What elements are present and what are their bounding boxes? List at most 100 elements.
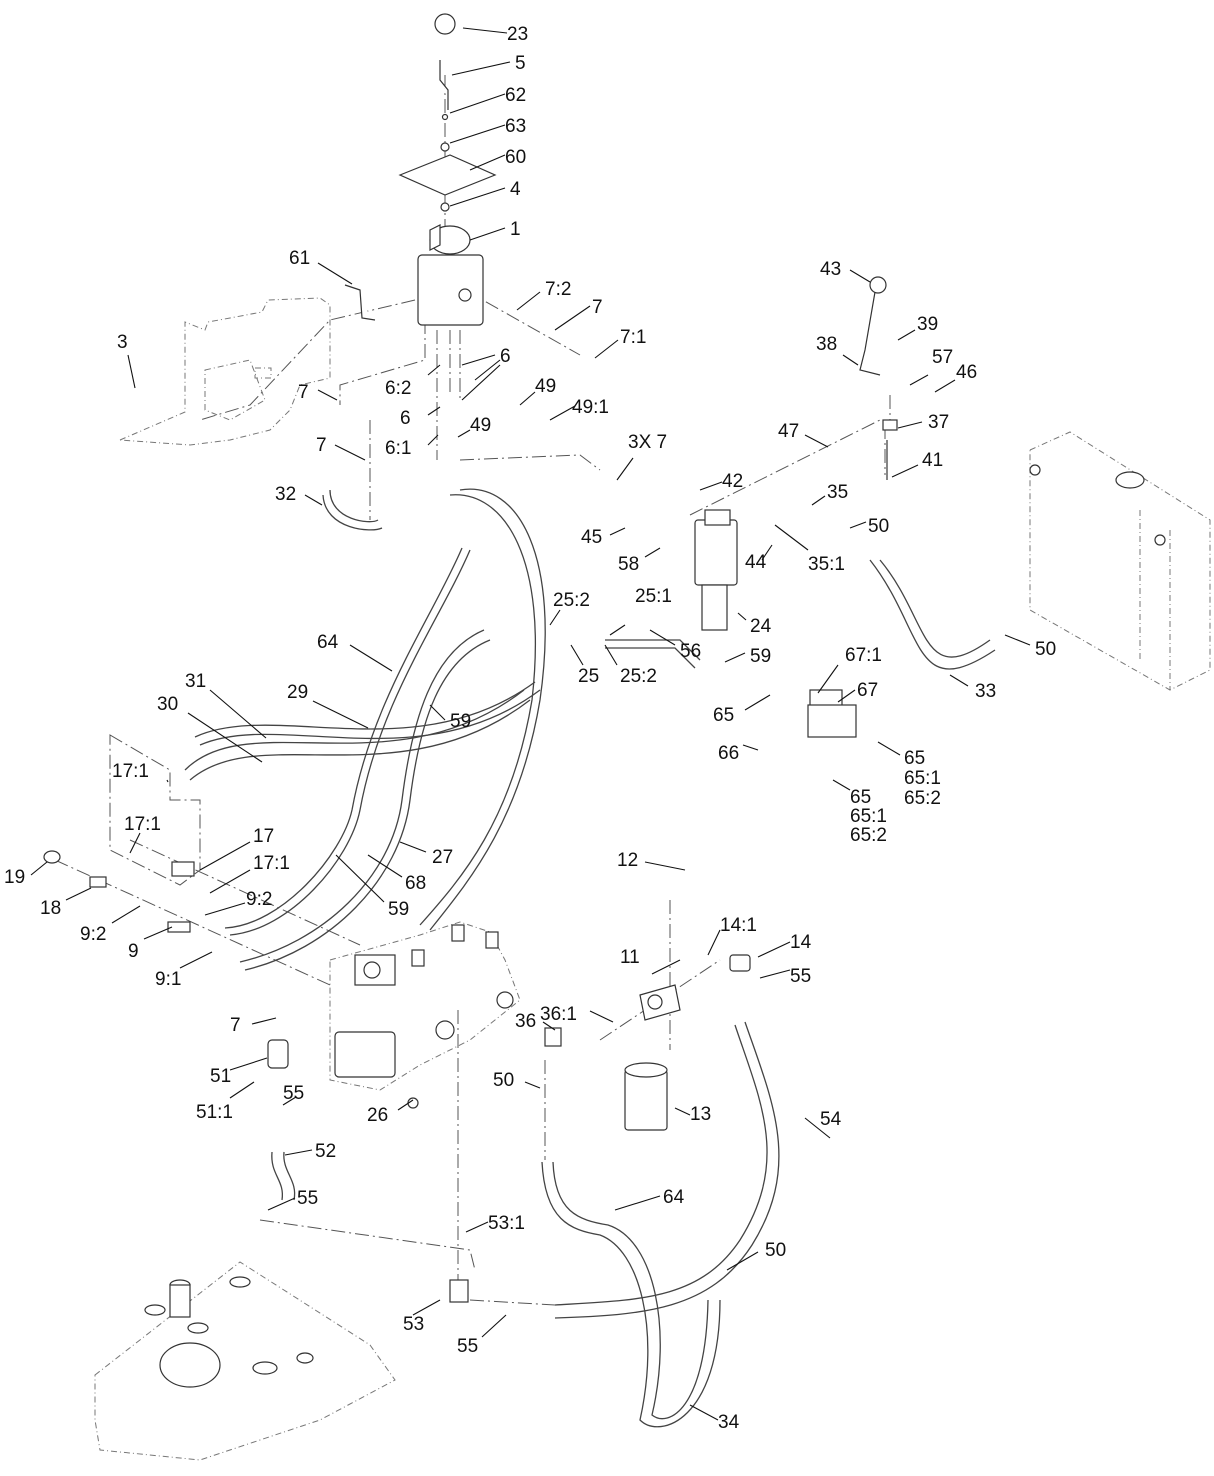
callout-32: 32 [275,484,296,505]
callout-65-1-right: 65:1 [904,768,941,789]
callout-7-lower-left: 7 [316,435,327,456]
callout-17-1-lower: 17:1 [253,853,290,874]
callout-7-upper-right: 7 [592,297,603,318]
callout-49-lower: 49 [470,415,491,436]
callout-1: 1 [510,219,521,240]
callout-55-filter: 55 [790,966,811,987]
callout-19: 19 [4,867,25,888]
callout-53: 53 [403,1314,424,1335]
lever-5 [439,60,449,110]
callout-9: 9 [128,941,139,962]
callout-56: 56 [680,641,701,662]
callout-63: 63 [505,116,526,137]
callout-13: 13 [690,1104,711,1125]
callout-49-1: 49:1 [572,397,609,418]
radiator-ghost [1029,431,1211,691]
hoses [184,488,996,1428]
callout-18: 18 [40,898,61,919]
callout-14-1: 14:1 [720,915,757,936]
elbow-14 [729,954,751,972]
elbow-36 [544,1027,562,1047]
callout-54: 54 [820,1109,842,1130]
callout-6-2: 6:2 [385,378,411,399]
callout-55-left-lower: 55 [297,1188,318,1209]
lever-assembly-38 [859,276,898,480]
callout-11: 11 [620,947,640,968]
callout-66: 66 [718,743,739,764]
callout-55-bottom: 55 [457,1336,478,1357]
callout-12: 12 [617,850,638,871]
callout-5: 5 [515,53,526,74]
knob-23 [434,13,456,35]
control-valve-1 [417,224,484,326]
tee-17 [171,861,195,877]
callout-38: 38 [816,334,837,355]
callout-35: 35 [827,482,848,503]
callout-4: 4 [510,179,521,200]
fitting-9 [167,921,191,933]
hydrostatic-pump [329,921,521,1091]
callout-65-bottom: 65 [850,787,871,808]
callout-60: 60 [505,147,526,168]
callout-17: 17 [253,826,274,847]
callout-50-radiator: 50 [1035,639,1056,660]
callout-68: 68 [405,873,426,894]
callout-44: 44 [745,552,767,573]
callout-62: 62 [505,85,526,106]
solenoid-valve-67 [807,689,857,738]
callout-36-1: 36:1 [540,1004,577,1025]
callout-36: 36 [515,1011,536,1032]
callout-64-upper: 64 [317,632,339,653]
callout-50-valve: 50 [868,516,889,537]
callout-25: 25 [578,666,599,687]
callout-52: 52 [315,1141,336,1162]
callout-34: 34 [718,1412,740,1433]
callout-3x7: 3X 7 [628,432,667,453]
callout-7-pump: 7 [230,1015,241,1036]
callout-9-2-right: 9:2 [246,889,272,910]
callout-46: 46 [956,362,977,383]
filter-13 [624,1062,668,1131]
callout-43: 43 [820,259,841,280]
callout-37: 37 [928,412,949,433]
cap-19 [43,850,61,864]
callout-23: 23 [507,24,528,45]
callout-27: 27 [432,847,453,868]
callout-26: 26 [367,1105,388,1126]
callout-39: 39 [917,314,938,335]
callout-65-2-right: 65:2 [904,788,941,809]
boot-plate-60 [398,154,497,196]
callout-57: 57 [932,347,953,368]
callout-14: 14 [790,932,812,953]
bracket-61 [344,284,376,321]
callout-67-1: 67:1 [845,645,882,666]
callout-58: 58 [618,554,639,575]
callout-59-hose: 59 [450,711,471,732]
callout-65-2-bottom: 65:2 [850,825,887,846]
callout-29: 29 [287,682,308,703]
fitting-51 [267,1039,289,1069]
callout-35-1: 35:1 [808,554,845,575]
callout-45: 45 [581,527,602,548]
callout-7-mid-left: 7 [298,382,309,403]
callout-labels: 23 5 62 63 60 4 1 61 3 7:2 7 7:1 7 6:2 6… [4,24,1056,1433]
callout-47: 47 [778,421,799,442]
callout-6-lower: 6 [400,408,411,429]
callout-49-upper: 49 [535,376,556,397]
callout-31: 31 [185,671,206,692]
tank-ghost [94,1261,396,1461]
callout-50-filter: 50 [493,1070,514,1091]
frame-bracket-ghost [119,297,331,446]
fitting-18 [89,876,107,888]
callout-25-2-lower: 25:2 [620,666,657,687]
callout-6-upper: 6 [500,346,511,367]
callout-50-lower: 50 [765,1240,786,1261]
callout-65-left: 65 [713,705,734,726]
callout-7-1: 7:1 [620,327,646,348]
auxiliary-valve-24 [694,509,738,631]
callout-3: 3 [117,332,128,353]
callout-65-right: 65 [904,748,925,769]
callout-51-1: 51:1 [196,1102,233,1123]
